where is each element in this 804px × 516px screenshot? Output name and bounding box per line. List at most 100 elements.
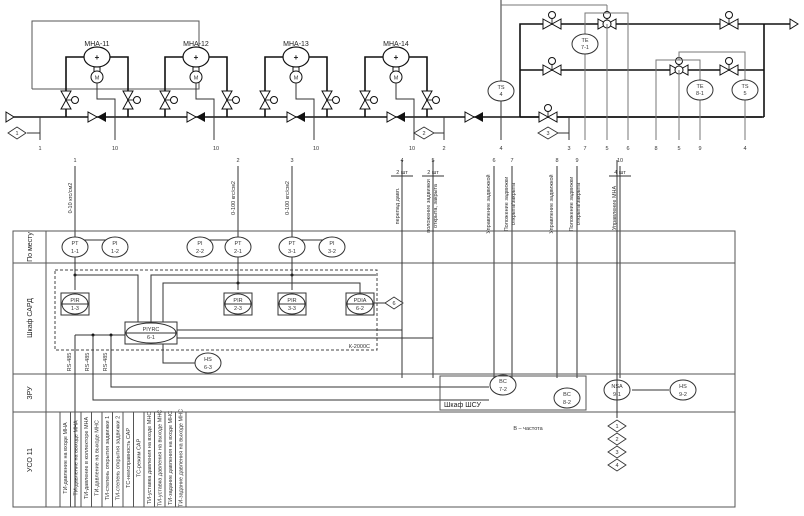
shsu-cabinet — [439, 375, 587, 411]
uso-signal: ТИ-задание давления на выходе МНС — [179, 409, 185, 507]
uso-signal: ТИ-давление на выходе МНС — [95, 420, 101, 496]
svg-text:M: M — [394, 76, 399, 82]
svg-text:7-1: 7-1 — [581, 45, 589, 51]
uso-signal: ТИ-давление на входе МНА — [63, 422, 69, 494]
alarm-diamond-2: 2 — [607, 432, 627, 446]
inlet-flow-arrow — [5, 111, 15, 123]
instrument-TS-4: TS 4 — [487, 80, 515, 102]
cabinet-diamond-6: 6 — [384, 296, 404, 310]
process-diamond-3: 3 — [537, 126, 559, 140]
rs485-label-2: RS-485 — [85, 353, 91, 372]
process-line-number: 8 — [654, 146, 657, 152]
svg-text:МНА-12: МНА-12 — [183, 41, 209, 48]
svg-text:M: M — [294, 76, 299, 82]
svg-text:9-2: 9-2 — [679, 392, 687, 398]
svg-text:TE: TE — [581, 38, 588, 44]
signal-line-number: 1 — [73, 158, 76, 164]
svg-text:+: + — [95, 53, 100, 62]
instrument-PIR-2-3: PIR 2-3 — [223, 292, 253, 316]
svg-text:4: 4 — [499, 92, 502, 98]
row-label-zru: ЗРУ — [27, 386, 34, 400]
svg-text:PIYRC: PIYRC — [143, 327, 160, 333]
alarm-diamond-1: 1 — [607, 419, 627, 433]
instrument-TE-7-1: TE 7-1 — [571, 33, 599, 55]
rs485-label-1: RS-485 — [67, 353, 73, 372]
signal-desc-9: Положение задвижки — [569, 177, 575, 232]
svg-text:8-2: 8-2 — [563, 400, 571, 406]
svg-text:PIR: PIR — [233, 298, 242, 304]
check-valve — [87, 111, 106, 123]
svg-text:8-1: 8-1 — [696, 91, 704, 97]
alarm-diamonds: 12 3 4 — [607, 419, 627, 472]
row-label-field: По месту — [27, 232, 34, 262]
process-diamond-2: 2 — [413, 126, 435, 140]
instrument-PI-1-2: PI1-2 — [101, 236, 129, 258]
instrument-HS-9-2: HS9-2 — [669, 379, 697, 401]
svg-text:2: 2 — [422, 131, 425, 137]
svg-text:2-1: 2-1 — [234, 249, 242, 255]
instrument-TS-5: TS 5 — [731, 79, 759, 101]
svg-text:6-2: 6-2 — [356, 306, 364, 312]
instrument-TE-8-1: TE 8-1 — [686, 79, 714, 101]
svg-text:2-3: 2-3 — [234, 306, 242, 312]
suction-valve — [259, 90, 278, 110]
range-label-3: 0-100 кгс/см2 — [285, 181, 291, 215]
manifold-valve-mid-2 — [719, 57, 739, 76]
pump-МНА-12: +МНА-12M — [159, 41, 240, 140]
signal-desc-9b: открыта/закрыта — [576, 182, 582, 225]
instrument-BC-8-2: BC8-2 — [553, 387, 581, 409]
uso-signal: ТИ-давление в коллекторе МНА — [84, 416, 90, 499]
svg-text:4: 4 — [615, 463, 618, 469]
check-valve — [386, 111, 405, 123]
controller-label: К-2000С — [349, 344, 370, 350]
bypass-valve — [538, 104, 558, 123]
svg-text:3: 3 — [615, 450, 618, 456]
uso-signal: ТИ-давление на выходе МНА — [74, 420, 80, 496]
instrument-PI-2-2: PI2-2 — [186, 236, 214, 258]
row-label-sard-cabinet: Шкаф САРД — [27, 298, 34, 338]
svg-text:МНА-14: МНА-14 — [383, 41, 409, 48]
uso-signal: ТИ-степень открытия задвижки 1 — [105, 416, 111, 500]
frequency-note: В – частота — [513, 426, 543, 432]
instrument-PI-3-2: PI3-2 — [318, 236, 346, 258]
pump-group: +МНА-11M+МНА-12M+МНА-13M+МНА-14M — [60, 41, 440, 140]
svg-text:PI: PI — [197, 241, 203, 247]
instrument-PT-2-1: PT2-1 — [224, 236, 252, 258]
signal-line-number: 9 — [575, 158, 578, 164]
signal-desc-10: Управление МНА — [612, 186, 618, 231]
svg-text:3-2: 3-2 — [328, 249, 336, 255]
check-valve-outlet — [464, 111, 483, 123]
manifold-valve-mid-1 — [542, 57, 562, 76]
svg-text:PI: PI — [112, 241, 118, 247]
pump-bypass-loop — [31, 20, 200, 90]
signal-line-number: 8 — [555, 158, 558, 164]
signal-line-number: 10 — [617, 158, 623, 164]
manifold-valve-top-2 — [719, 11, 739, 30]
suction-valve — [60, 90, 79, 110]
instrument-PT-3-1: PT3-1 — [278, 236, 306, 258]
svg-text:+: + — [194, 53, 199, 62]
process-line-number: 4 — [743, 146, 746, 152]
process-line-number: 5 — [677, 146, 680, 152]
alarm-diamond-3: 3 — [607, 445, 627, 459]
uso-signal: ТИ-задание давления на входе МНС — [168, 411, 174, 505]
svg-text:МНА-13: МНА-13 — [283, 41, 309, 48]
signal-desc-7b: открыта/закрыта — [511, 182, 517, 225]
range-label-1: 0-10 кгс/см2 — [68, 183, 74, 214]
outlet-flow-arrow — [789, 18, 799, 30]
suction-valve — [359, 90, 378, 110]
signal-line-number: 2 — [236, 158, 239, 164]
process-line-number: 2 — [442, 146, 445, 152]
uso-signal: ТС-неисправность САР — [126, 428, 132, 488]
uso-signal: ТИ-степень открытия задвижки 2 — [116, 416, 122, 500]
signal-line-number: 3 — [290, 158, 293, 164]
uso-signal: ТИ-уставка давления на входе МНС — [147, 412, 153, 505]
check-valve — [286, 111, 305, 123]
pump-МНА-14: +МНА-14M — [359, 41, 440, 140]
process-line-number: 5 — [605, 146, 608, 152]
location-table — [12, 230, 736, 508]
check-valve — [186, 111, 205, 123]
